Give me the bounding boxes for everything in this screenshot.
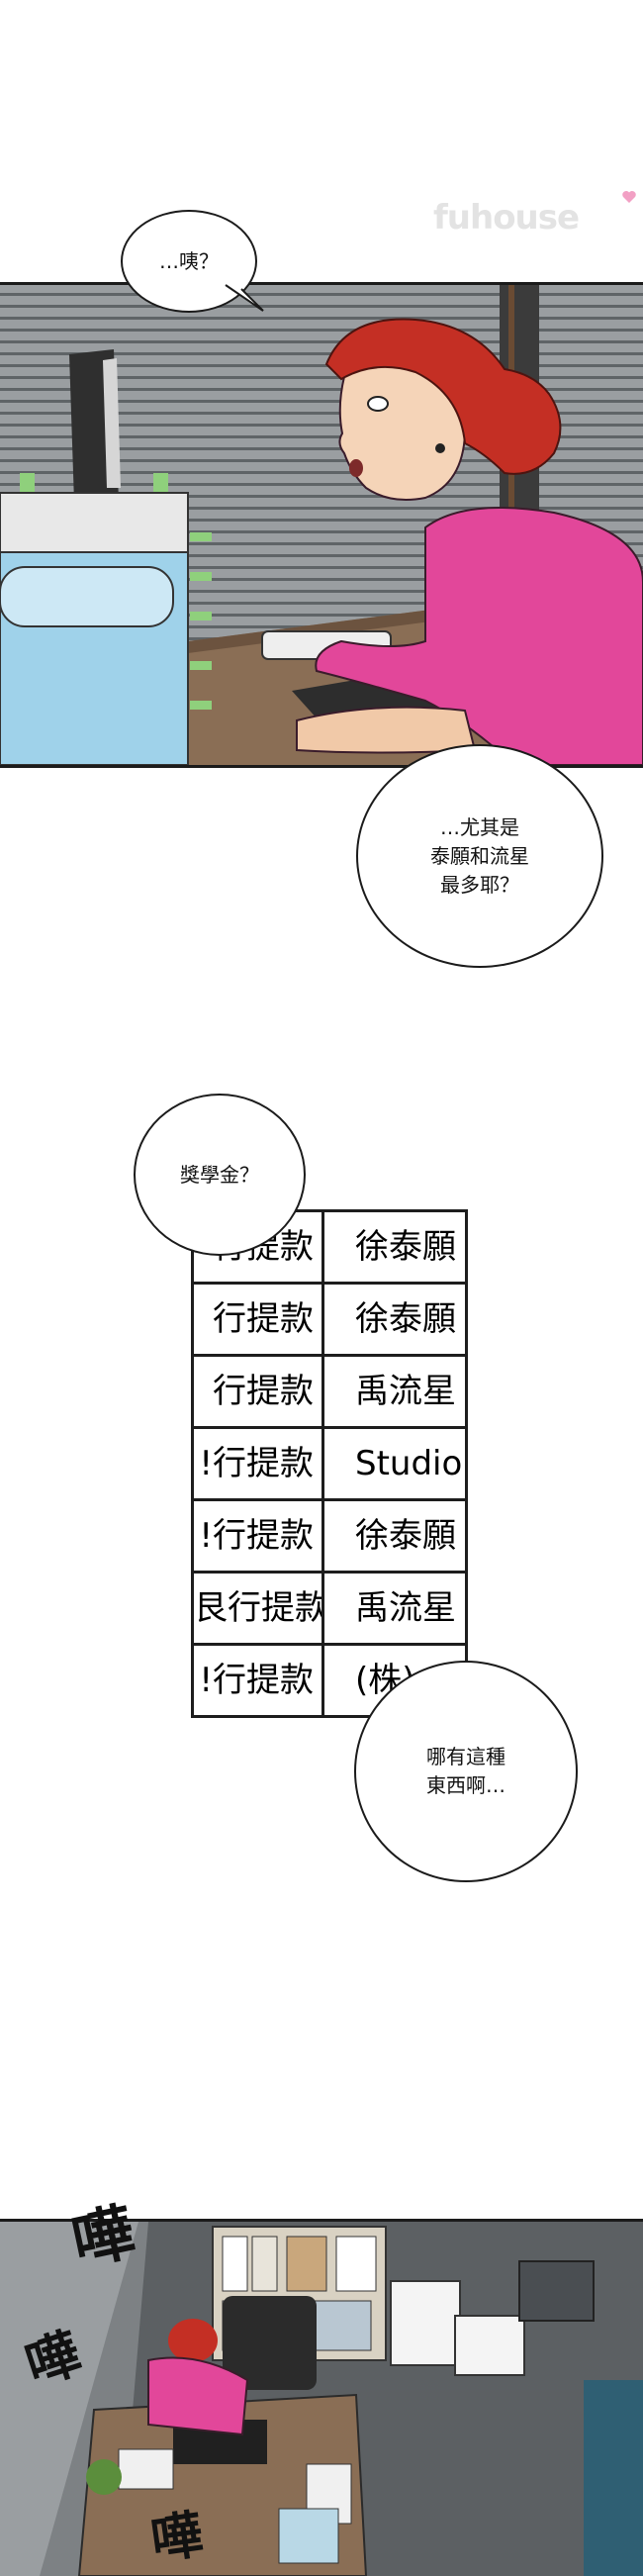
table-cell-type: !行提款	[194, 1501, 324, 1571]
speech-bubble-1: …咦？	[121, 210, 257, 313]
watermark-logo: fuhouse	[433, 198, 580, 238]
bubble-tail-1	[225, 284, 264, 312]
table-cell-name: 徐泰願	[355, 1299, 456, 1339]
table-cell-name: 禹流星	[355, 1588, 456, 1628]
speech-bubble-3: 獎學金？	[134, 1094, 306, 1256]
table-cell-type: 艮行提款	[194, 1574, 324, 1643]
speech-bubble-4: 哪有這種 東西啊…	[354, 1661, 578, 1882]
heart-icon	[622, 191, 636, 203]
table-cell-name: Studio	[355, 1444, 463, 1483]
panel-office-closeup	[0, 282, 643, 768]
table-cell-name: 禹流星	[355, 1372, 456, 1411]
table-cell-name: 徐泰願	[355, 1516, 456, 1556]
office-scene-illustration	[0, 285, 643, 765]
panel-office-overhead	[0, 2219, 643, 2576]
table-cell-type: !行提款	[194, 1429, 324, 1498]
withdrawal-record-table: 行提款 徐泰願 行提款 徐泰願 行提款 禹流星 !行提款 Studio !行提款…	[191, 1209, 468, 1718]
overhead-office-illustration	[0, 2222, 643, 2576]
table-row: 艮行提款 禹流星	[194, 1574, 465, 1646]
table-row: 行提款 徐泰願	[194, 1285, 465, 1357]
table-cell-type: !行提款	[194, 1646, 324, 1715]
table-row: 行提款 禹流星	[194, 1357, 465, 1429]
table-row: !行提款 Studio	[194, 1429, 465, 1501]
table-cell-type: 行提款	[194, 1285, 324, 1354]
speech-bubble-2: …尤其是 泰願和流星 最多耶？	[356, 744, 603, 968]
table-row: !行提款 (株)	[194, 1646, 465, 1715]
table-cell-type: 行提款	[194, 1357, 324, 1426]
table-row: !行提款 徐泰願	[194, 1501, 465, 1574]
sound-effect-3: 嘩	[146, 2505, 207, 2572]
table-cell-name: 徐泰願	[355, 1227, 456, 1267]
